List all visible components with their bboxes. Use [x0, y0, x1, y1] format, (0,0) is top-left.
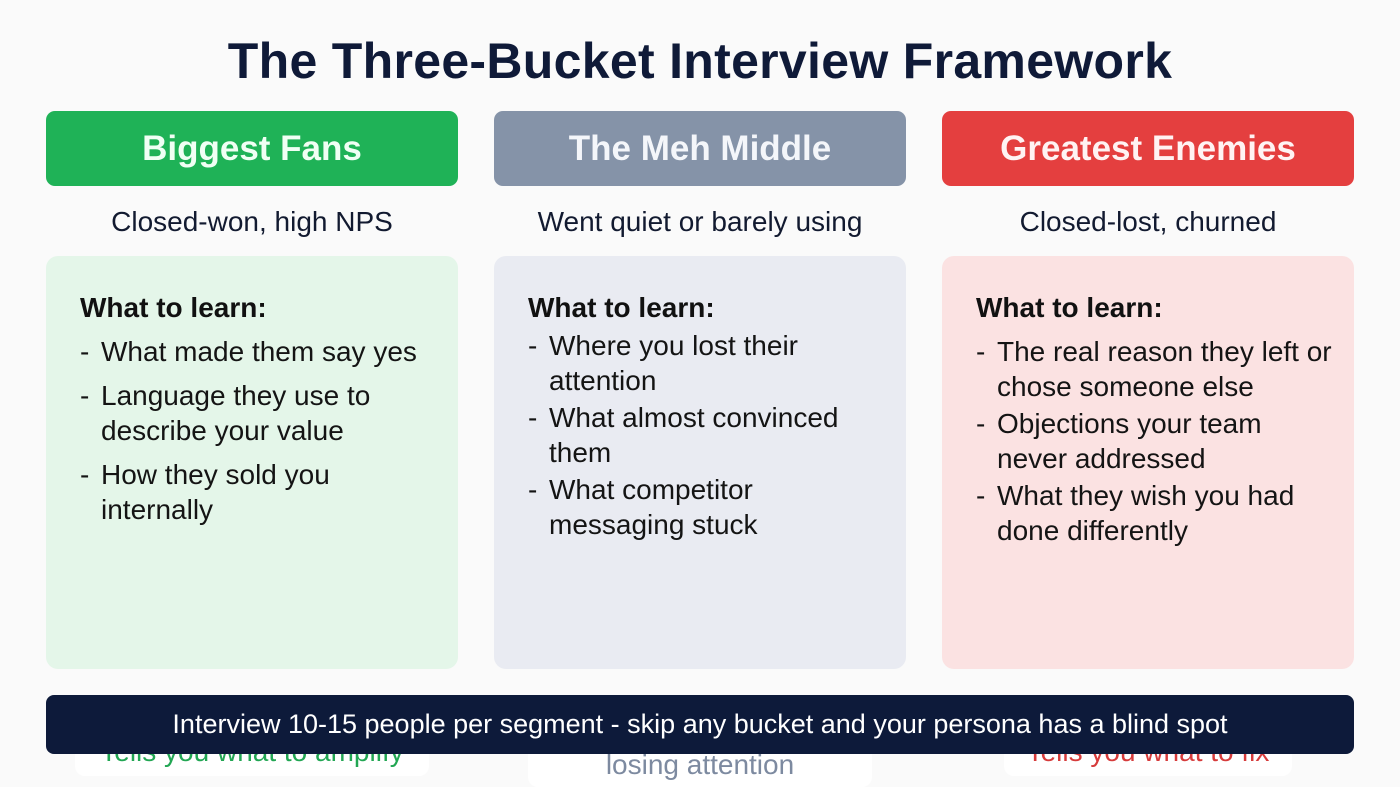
learn-list: What made them say yes Language they use… [80, 334, 438, 527]
bucket-header: The Meh Middle [494, 111, 906, 186]
list-item: Objections your team never addressed [976, 406, 1334, 476]
bucket-panel: What to learn: Where you lost their atte… [494, 256, 906, 787]
list-item: What made them say yes [80, 334, 438, 369]
bucket-subtitle: Went quiet or barely using [537, 206, 863, 237]
page-title: The Three-Bucket Interview Framework [227, 33, 1173, 89]
learn-heading: What to learn: [80, 292, 267, 323]
bucket-meh-middle: The Meh Middle Went quiet or barely usin… [494, 111, 906, 787]
learn-list: Where you lost their attention What almo… [528, 328, 886, 542]
footer-banner: Interview 10-15 people per segment - ski… [46, 695, 1354, 754]
bucket-subtitle: Closed-won, high NPS [111, 206, 393, 237]
list-item: Where you lost their attention [528, 328, 886, 398]
bucket-header: Biggest Fans [46, 111, 458, 186]
bucket-panel: What to learn: The real reason they left… [942, 256, 1354, 776]
list-item: Language they use to describe your value [80, 378, 438, 448]
learn-heading: What to learn: [976, 292, 1163, 323]
list-item: What they wish you had done differently [976, 478, 1334, 548]
list-item: How they sold you internally [80, 457, 438, 527]
list-item: The real reason they left or chose someo… [976, 334, 1334, 404]
bucket-subtitle: Closed-lost, churned [1019, 206, 1277, 237]
bucket-header: Greatest Enemies [942, 111, 1354, 186]
learn-heading: What to learn: [528, 292, 715, 323]
learn-list: The real reason they left or chose someo… [976, 334, 1334, 548]
bucket-biggest-fans: Biggest Fans Closed-won, high NPS What t… [46, 111, 458, 776]
bucket-panel: What to learn: What made them say yes La… [46, 256, 458, 776]
list-item: What competitor messaging stuck [528, 472, 886, 542]
list-item: What almost convinced them [528, 400, 886, 470]
bucket-greatest-enemies: Greatest Enemies Closed-lost, churned Wh… [942, 111, 1354, 776]
